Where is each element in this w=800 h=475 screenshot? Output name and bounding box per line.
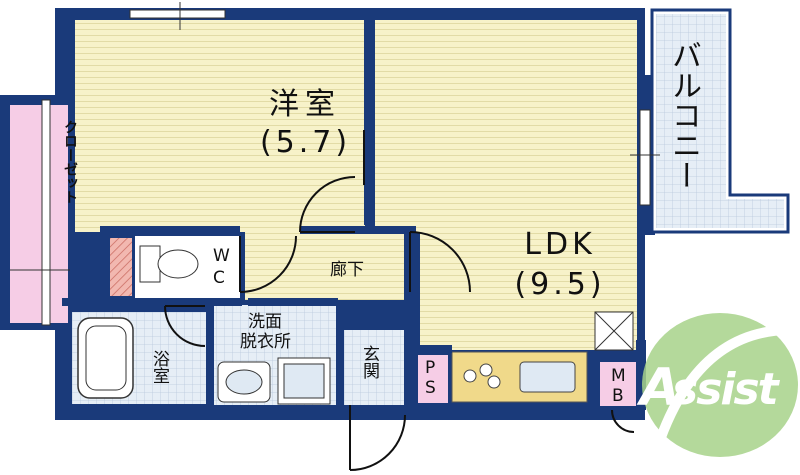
- ldk-name: LDK: [524, 227, 596, 262]
- interior-walls: [62, 20, 646, 410]
- toilet: [139, 245, 199, 283]
- kitchen-counter: [451, 311, 634, 403]
- ps-s: S: [425, 378, 436, 398]
- washroom-line1: 洗面: [248, 312, 282, 332]
- entrance-label: 玄関: [359, 345, 379, 379]
- pipe-space-hatch: [110, 238, 132, 296]
- western-room-floor: [75, 20, 365, 232]
- mb-b: B: [612, 386, 624, 406]
- mb-m: M: [611, 366, 626, 386]
- windows: [10, 2, 660, 326]
- logo-initial: A: [640, 358, 680, 418]
- logo-text: ssist: [672, 364, 779, 415]
- assist-logo: [642, 313, 798, 457]
- washroom-line2: 脱衣所: [240, 332, 291, 352]
- hallway-label: 廊下: [330, 260, 364, 280]
- ldk-floor: [375, 20, 637, 232]
- balcony-area: [650, 8, 790, 234]
- washbasin: [217, 361, 271, 403]
- western-room-label: 洋室: [250, 90, 360, 120]
- entrance-area: [342, 330, 406, 405]
- bathtub: [77, 317, 134, 399]
- ps-area: [418, 355, 448, 403]
- washing-machine-space: [277, 357, 331, 405]
- ps-p: P: [425, 358, 436, 378]
- doors: [164, 130, 635, 471]
- balcony-label: バルコニー: [666, 40, 701, 190]
- western-room-name: 洋室: [269, 87, 341, 122]
- western-room-size: (5.7): [259, 125, 352, 160]
- hallway-floor: [245, 232, 405, 300]
- closet-label: クローゼット: [62, 120, 78, 204]
- closet-area: [10, 105, 68, 323]
- wc-w: W: [213, 246, 230, 266]
- mb-area: [600, 362, 636, 406]
- wc-c: C: [213, 268, 225, 288]
- bath-label: 浴室: [149, 350, 169, 384]
- ldk-size: (9.5): [514, 267, 606, 302]
